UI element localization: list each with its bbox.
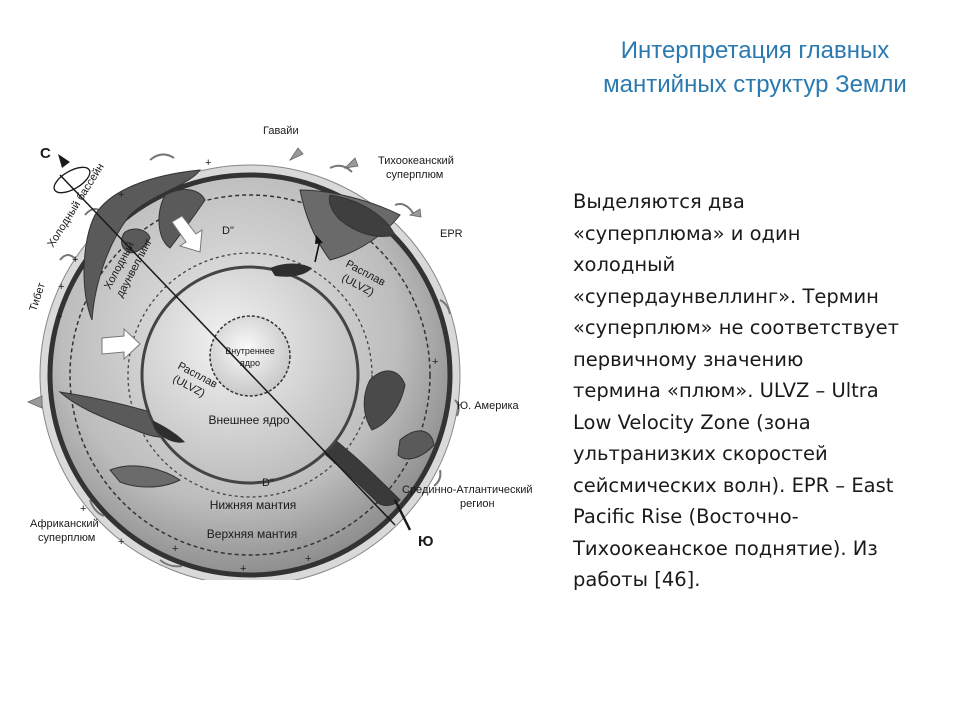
- african-superplume-label-1: Африканский: [30, 518, 99, 530]
- d-double-prime-dashed: [127, 252, 373, 498]
- outer-core-label: Внешнее ядро: [208, 413, 289, 427]
- body-line: первичному значению: [573, 347, 804, 371]
- african-superplume-label-2: суперплюм: [38, 532, 95, 544]
- body-line: сейсмических волн). EPR – East: [573, 473, 894, 497]
- tibet-label: Тибет: [27, 281, 47, 313]
- upper-mantle-label: Верхняя мантия: [207, 527, 297, 541]
- plus: +: [118, 189, 124, 201]
- plus: +: [172, 543, 178, 555]
- plus: +: [432, 356, 438, 368]
- body-line: Pacific Rise (Восточно-: [573, 505, 799, 528]
- pacific-superplume-label-2: суперплюм: [386, 169, 443, 181]
- plus: +: [205, 157, 211, 169]
- hawaii-label: Гавайи: [263, 125, 299, 137]
- plus: +: [72, 254, 78, 266]
- rotation-axis: [53, 154, 412, 531]
- body-line: «суперплюма» и один: [573, 221, 801, 245]
- downwelling-arrows: [101, 215, 203, 361]
- d-double-prime-top: D": [222, 225, 234, 237]
- inner-core: [209, 315, 291, 397]
- slide-title: Интерпретация главных мантийных структур…: [560, 34, 950, 102]
- plus: +: [305, 553, 311, 565]
- body-text: Выделяются два «суперплюма» и один холод…: [573, 186, 943, 596]
- pacific-superplume-label-1: Тихоокеанский: [378, 155, 454, 167]
- plus: +: [118, 536, 124, 548]
- plume-arrow: [314, 239, 321, 263]
- surface-plume-markers: [26, 147, 422, 409]
- plus: +: [58, 281, 64, 293]
- ulvz-patch-right: [270, 263, 312, 277]
- title-line-1: Интерпретация главных: [620, 37, 890, 64]
- plus-signs: + + + + + + + + + + +: [56, 157, 438, 575]
- body-line: холодный: [573, 253, 676, 276]
- inner-core-label-2: ядро: [240, 358, 260, 368]
- south-label: Ю: [418, 533, 433, 550]
- plus: +: [80, 503, 86, 515]
- epr-label: EPR: [440, 228, 463, 240]
- south-america-label: Ю. Америка: [457, 400, 520, 412]
- plume-arrow-head: [315, 235, 323, 244]
- earth-mantle-diagram: + + + + + + + + + + + С Ю Гавайи Тихооке…: [26, 125, 533, 580]
- plus: +: [240, 563, 246, 575]
- body-line: «супердаунвеллинг». Термин: [573, 284, 879, 308]
- inner-core-label-1: Внутреннее: [225, 346, 275, 356]
- north-label: С: [40, 145, 51, 162]
- lower-mantle-label: Нижняя мантия: [210, 498, 297, 512]
- body-line: «суперплюм» не соответствует: [573, 316, 899, 339]
- body-line: ультранизких скоростей: [573, 442, 828, 465]
- body-line: термина «плюм». ULVZ – Ultra: [573, 379, 879, 402]
- ulvz-patch-left: [152, 420, 185, 443]
- transition-zone-dashed: [69, 194, 431, 556]
- body-line: Выделяются два: [573, 190, 745, 213]
- title-line-2: мантийных структур Земли: [603, 71, 907, 98]
- plus: +: [56, 311, 62, 323]
- mid-atlantic-label-1: Срединно-Атлантический: [402, 484, 533, 496]
- mid-atlantic-label-2: регион: [460, 498, 495, 510]
- body-line: Low Velocity Zone (зона: [573, 410, 811, 434]
- body-line: Тихоокеанское поднятие). Из: [573, 536, 878, 560]
- body-line: работы [46].: [573, 568, 701, 591]
- d-double-prime-bottom: D": [262, 477, 274, 489]
